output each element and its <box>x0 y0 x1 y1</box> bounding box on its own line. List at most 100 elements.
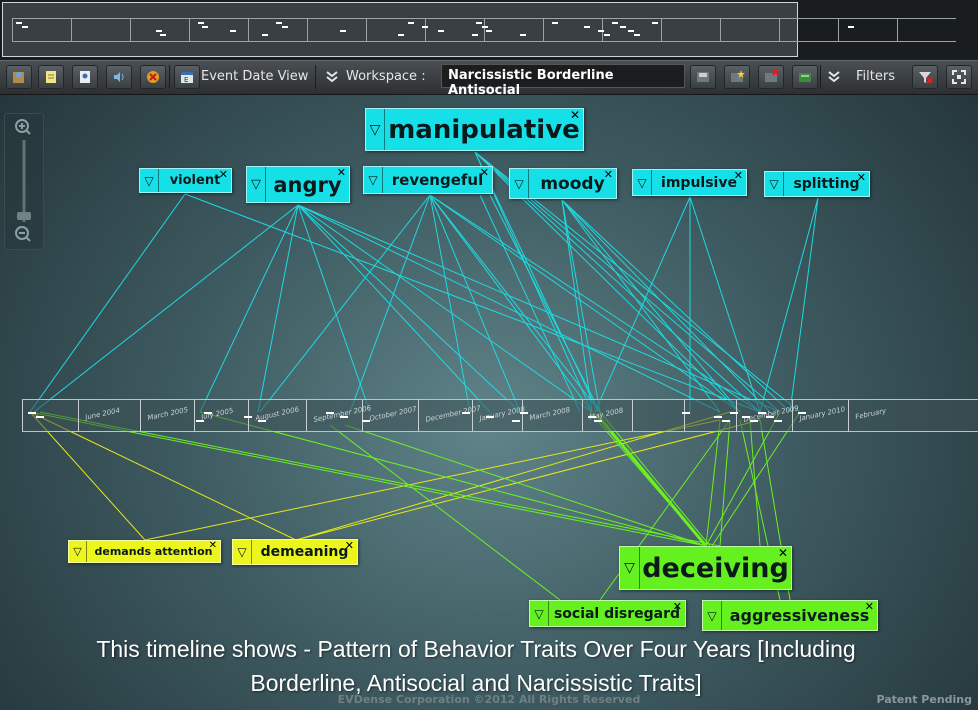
connection-line <box>429 194 521 413</box>
svg-text:E: E <box>184 76 188 84</box>
close-icon[interactable]: ✕ <box>777 546 788 560</box>
event-marker[interactable] <box>486 416 494 418</box>
event-marker[interactable] <box>730 412 738 414</box>
tag-violent[interactable]: ▽ violent ✕ <box>139 168 232 193</box>
tag-manipulative[interactable]: ▽ manipulative ✕ <box>365 108 584 151</box>
close-icon[interactable]: ✕ <box>603 168 613 181</box>
event-marker[interactable] <box>714 416 722 418</box>
expand-icon[interactable]: ▽ <box>233 540 252 564</box>
event-marker[interactable] <box>244 416 252 418</box>
connection-line <box>429 194 601 413</box>
close-icon[interactable]: ✕ <box>344 539 354 552</box>
event-marker[interactable] <box>36 416 44 418</box>
close-icon[interactable]: ✕ <box>336 166 346 179</box>
fit-screen-icon[interactable] <box>946 65 972 89</box>
overview-cell <box>543 18 602 42</box>
event-marker[interactable] <box>766 416 774 418</box>
tag-social-disregard[interactable]: ▽ social disregard ✕ <box>529 600 686 627</box>
overview-event-marker <box>634 34 640 36</box>
event-marker[interactable] <box>742 416 750 418</box>
event-marker[interactable] <box>28 412 36 414</box>
close-icon[interactable]: ✕ <box>672 600 682 613</box>
event-marker[interactable] <box>798 412 806 414</box>
zoom-slider[interactable] <box>5 114 43 249</box>
app-icon[interactable] <box>6 65 32 89</box>
expand-icon[interactable]: ▽ <box>633 170 652 195</box>
event-marker[interactable] <box>682 412 690 414</box>
workspace-label: Workspace : <box>346 69 426 84</box>
expand-icon[interactable]: ▽ <box>364 167 383 193</box>
workspace-input[interactable]: Narcissistic Borderline Antisocial <box>441 64 685 98</box>
close-icon[interactable]: ✕ <box>856 171 866 184</box>
tag-demeaning[interactable]: ▽ demeaning ✕ <box>232 539 358 565</box>
timeline-month-cell: March 2005 <box>140 400 194 431</box>
event-marker[interactable] <box>758 412 766 414</box>
tag-deceiving[interactable]: ▽ deceiving ✕ <box>619 546 792 590</box>
event-marker[interactable] <box>340 416 348 418</box>
tag-moody[interactable]: ▽ moody ✕ <box>509 168 617 199</box>
tag-revengeful[interactable]: ▽ revengeful ✕ <box>363 166 493 194</box>
profile-icon[interactable] <box>72 65 98 89</box>
close-icon[interactable]: ✕ <box>218 168 228 181</box>
event-marker[interactable] <box>512 420 520 422</box>
open-workspace-icon[interactable] <box>792 65 818 89</box>
speaker-icon[interactable] <box>106 65 132 89</box>
close-icon[interactable]: ✕ <box>733 169 743 182</box>
new-workspace-icon[interactable] <box>724 65 750 89</box>
event-marker[interactable] <box>362 420 370 422</box>
event-marker[interactable] <box>594 420 602 422</box>
tag-angry[interactable]: ▽ angry ✕ <box>246 166 350 203</box>
event-marker[interactable] <box>196 420 204 422</box>
calendar-icon[interactable]: E <box>174 65 200 89</box>
expand-icon[interactable]: ▽ <box>69 541 87 562</box>
zoom-control[interactable] <box>4 113 44 250</box>
close-icon[interactable]: ✕ <box>569 108 580 122</box>
filter-icon[interactable] <box>912 65 938 89</box>
connection-line <box>429 194 761 413</box>
close-icon[interactable]: ✕ <box>208 540 217 551</box>
close-icon[interactable]: ✕ <box>864 600 874 613</box>
tag-demands-attention[interactable]: ▽ demands attention ✕ <box>68 540 221 563</box>
event-marker[interactable] <box>588 416 596 418</box>
event-marker[interactable] <box>462 412 470 414</box>
tag-label: revengeful <box>391 171 484 189</box>
expand-icon[interactable]: ▽ <box>140 169 159 192</box>
close-icon[interactable]: ✕ <box>479 166 489 179</box>
tag-impulsive[interactable]: ▽ impulsive ✕ <box>632 169 747 196</box>
filters-chevron-icon[interactable] <box>824 65 844 89</box>
expand-icon[interactable]: ▽ <box>247 167 266 202</box>
connection-line <box>689 196 761 413</box>
overview-viewport[interactable] <box>2 2 798 57</box>
overview-event-marker <box>620 26 626 28</box>
overview-event-marker <box>584 26 590 28</box>
event-marker[interactable] <box>326 412 334 414</box>
expand-icon[interactable]: ▽ <box>510 169 529 198</box>
connection-line <box>295 419 761 541</box>
expand-icon[interactable]: ▽ <box>765 172 784 196</box>
filters-label[interactable]: Filters <box>856 69 895 84</box>
notes-icon[interactable] <box>38 65 64 89</box>
overview-event-marker <box>486 30 492 32</box>
expand-icon[interactable]: ▽ <box>366 109 385 150</box>
event-marker[interactable] <box>204 412 212 414</box>
event-date-view-label[interactable]: Event Date View <box>201 69 309 84</box>
event-marker[interactable] <box>774 420 782 422</box>
event-marker[interactable] <box>258 420 266 422</box>
tag-splitting[interactable]: ▽ splitting ✕ <box>764 171 870 197</box>
expand-icon[interactable]: ▽ <box>620 547 640 589</box>
overview-strip[interactable] <box>0 0 978 60</box>
expand-icon[interactable]: ▽ <box>530 601 549 626</box>
tag-label: splitting <box>793 176 860 192</box>
save-icon[interactable] <box>690 65 716 89</box>
chevron-double-down-icon[interactable] <box>322 65 342 89</box>
event-marker[interactable] <box>722 420 730 422</box>
connection-line <box>429 194 741 413</box>
tag-aggressiveness[interactable]: ▽ aggressiveness ✕ <box>702 600 878 631</box>
expand-icon[interactable]: ▽ <box>703 601 722 630</box>
event-marker[interactable] <box>520 412 528 414</box>
overview-cell <box>720 18 779 42</box>
clear-icon[interactable] <box>140 65 166 89</box>
event-marker[interactable] <box>750 420 758 422</box>
delete-workspace-icon[interactable] <box>758 65 784 89</box>
